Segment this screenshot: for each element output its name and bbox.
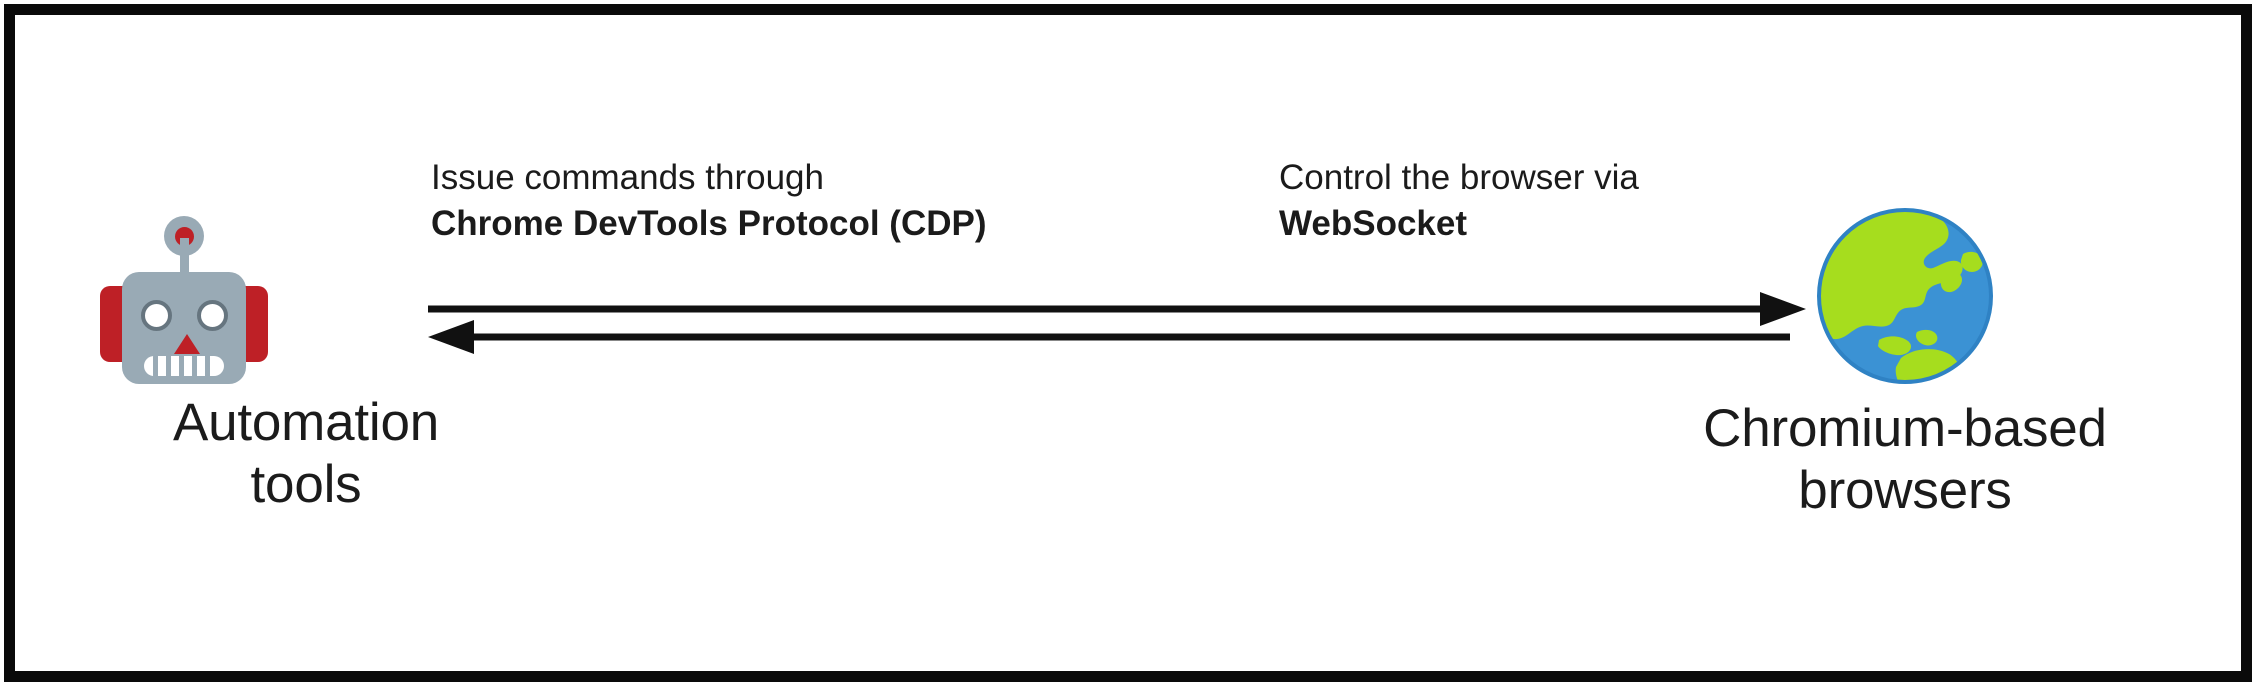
robot-icon-wrapper <box>96 208 516 388</box>
edge-label-control-line-1: Control the browser via <box>1279 158 1639 197</box>
robot-antenna-light <box>175 227 194 246</box>
edge-label-commands-line-2: Chrome DevTools Protocol (CDP) <box>431 203 987 243</box>
edge-label-commands: Issue commands through Chrome DevTools P… <box>431 155 987 246</box>
robot-eye-right <box>197 300 228 331</box>
arrow-control-to-tools <box>428 320 1790 354</box>
edge-label-control: Control the browser via WebSocket <box>1279 155 1639 246</box>
edge-label-control-line-2: WebSocket <box>1279 203 1468 243</box>
node-chromium-browsers-caption: Chromium-based browsers <box>1703 399 2107 520</box>
edge-label-commands-line-1: Issue commands through <box>431 158 824 197</box>
robot-mouth-bar <box>153 356 158 376</box>
node-chromium-browsers: Chromium-based browsers <box>1655 208 2155 522</box>
robot-mouth-bar <box>205 356 210 376</box>
robot-nose <box>174 334 200 354</box>
robot-mouth-bar <box>192 356 197 376</box>
robot-antenna-stem <box>180 238 189 284</box>
node-automation-tools: Automation tools <box>96 208 516 516</box>
globe-icon <box>1817 208 1993 384</box>
robot-eye-left <box>141 300 172 331</box>
node-automation-tools-caption: Automation tools <box>172 393 440 514</box>
robot-mouth-bar <box>179 356 184 376</box>
robot-mouth <box>144 356 224 376</box>
globe-icon-wrapper <box>1817 208 1993 384</box>
robot-icon <box>96 208 272 388</box>
arrow-commands-to-browser <box>428 292 1806 326</box>
robot-mouth-bar <box>166 356 171 376</box>
